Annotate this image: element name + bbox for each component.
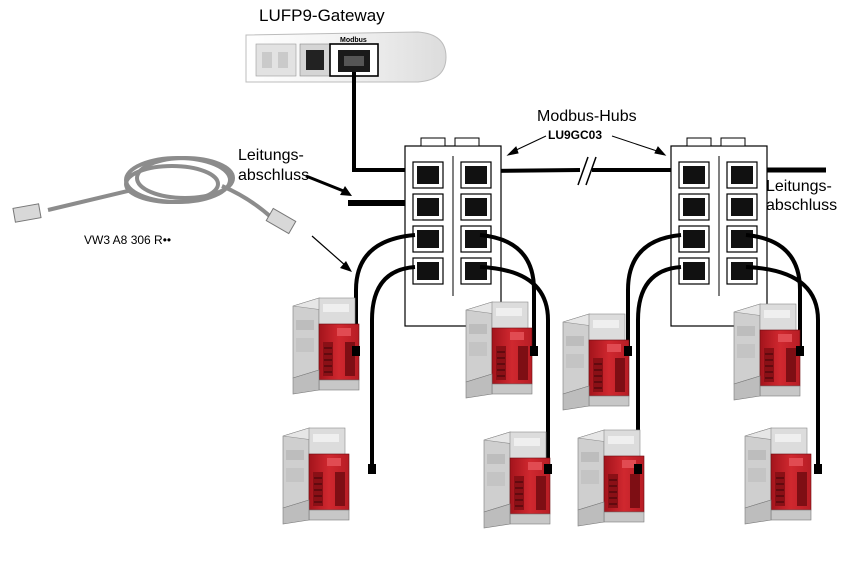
modbus-hubs-label: Modbus-Hubs [537, 108, 637, 125]
bus-cables [348, 72, 826, 206]
modbus-hub-right [670, 137, 768, 327]
motor-starter-8 [744, 427, 812, 525]
termination-left-arrow [305, 174, 352, 196]
hub-pointer-arrows [506, 135, 667, 156]
gateway-port-label: Modbus [340, 37, 367, 44]
motor-starter-5 [562, 313, 630, 411]
termination-right-line1: Leitungs- [766, 178, 832, 195]
starter-connectors [352, 346, 822, 474]
modbus-hub-left [404, 137, 502, 327]
motor-starter-3 [465, 301, 533, 399]
gateway-module: Modbus [245, 31, 447, 83]
motor-starter-4 [483, 431, 551, 529]
break-mark [577, 156, 597, 186]
patch-cable-icon [47, 156, 274, 220]
drop-cables [354, 233, 820, 470]
termination-left-line2: abschluss [238, 167, 309, 184]
motor-starter-7 [733, 303, 801, 401]
motor-starter-2 [282, 427, 350, 525]
termination-right-line2: abschluss [766, 197, 837, 214]
cable-pointer-arrow [311, 235, 352, 272]
hub-code-label: LU9GC03 [548, 128, 602, 142]
motor-starter-1 [292, 297, 360, 395]
cable-reference-label: VW3 A8 306 R•• [84, 233, 171, 247]
patch-cable-plugs [12, 203, 297, 235]
motor-starter-6 [577, 429, 645, 527]
gateway-title: LUFP9-Gateway [259, 6, 385, 25]
termination-left-line1: Leitungs- [238, 147, 304, 164]
